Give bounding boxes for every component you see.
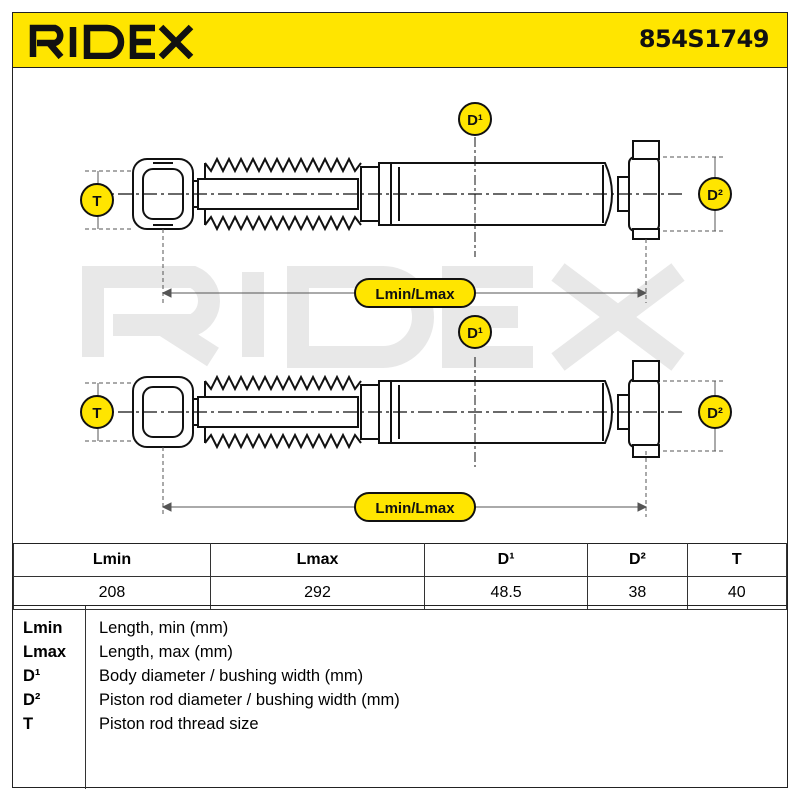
svg-text:T: T bbox=[92, 193, 101, 210]
marker-d1-bottom: D¹ bbox=[458, 315, 492, 349]
legend-desc: Length, min (mm) bbox=[99, 619, 229, 637]
marker-length-bottom: Lmin/Lmax bbox=[354, 492, 476, 522]
marker-t-top: T bbox=[80, 183, 114, 217]
svg-text:D¹: D¹ bbox=[467, 112, 483, 129]
legend-item: D² Piston rod diameter / bushing width (… bbox=[13, 688, 787, 712]
legend-desc: Length, max (mm) bbox=[99, 643, 233, 661]
specs-value-t: 40 bbox=[686, 576, 788, 610]
specs-value-lmax: 292 bbox=[209, 576, 426, 610]
marker-d2-top: D² bbox=[698, 177, 732, 211]
brand-logo bbox=[29, 24, 194, 59]
svg-text:Lmin/Lmax: Lmin/Lmax bbox=[375, 286, 455, 303]
specs-header-d2: D² bbox=[587, 543, 688, 577]
legend-abbr: T bbox=[23, 715, 34, 733]
legend-abbr: D¹ bbox=[23, 667, 41, 685]
legend: Lmin Length, min (mm) Lmax Length, max (… bbox=[13, 605, 787, 789]
marker-length-top: Lmin/Lmax bbox=[354, 278, 476, 308]
specs-header-d1: D¹ bbox=[424, 543, 589, 577]
legend-item: T Piston rod thread size bbox=[13, 712, 787, 736]
svg-text:D²: D² bbox=[707, 405, 723, 422]
svg-text:D²: D² bbox=[707, 187, 723, 204]
specs-value-d2: 38 bbox=[587, 576, 688, 610]
technical-drawing: D¹ T D² Lmin/Lmax D¹ T bbox=[80, 102, 732, 522]
legend-item: Lmax Length, max (mm) bbox=[13, 640, 787, 664]
datasheet: 854S1749 bbox=[12, 12, 788, 789]
legend-abbr: Lmin bbox=[23, 619, 63, 637]
shock-absorber-top bbox=[93, 137, 683, 257]
legend-abbr: Lmax bbox=[23, 643, 67, 661]
legend-desc: Piston rod diameter / bushing width (mm) bbox=[99, 691, 400, 709]
specs-header-lmin: Lmin bbox=[13, 543, 211, 577]
legend-abbr: D² bbox=[23, 691, 41, 709]
shock-absorber-bottom bbox=[93, 357, 683, 467]
legend-divider bbox=[85, 606, 86, 789]
specs-value-lmin: 208 bbox=[13, 576, 211, 610]
specs-value-row: 208 292 48.5 38 40 bbox=[13, 576, 788, 610]
svg-text:D¹: D¹ bbox=[467, 325, 483, 342]
svg-text:T: T bbox=[92, 405, 101, 422]
specs-header-row: Lmin Lmax D¹ D² T bbox=[13, 543, 788, 577]
specs-value-d1: 48.5 bbox=[424, 576, 589, 610]
specs-header-t: T bbox=[686, 543, 788, 577]
marker-d2-bottom: D² bbox=[698, 395, 732, 429]
specs-header-lmax: Lmax bbox=[209, 543, 426, 577]
specs-table: Lmin Lmax D¹ D² T 208 292 48.5 38 40 bbox=[13, 543, 788, 610]
legend-item: D¹ Body diameter / bushing width (mm) bbox=[13, 664, 787, 688]
header-bar: 854S1749 bbox=[13, 13, 787, 68]
legend-item: Lmin Length, min (mm) bbox=[13, 616, 787, 640]
marker-d1-top: D¹ bbox=[458, 102, 492, 136]
legend-desc: Piston rod thread size bbox=[99, 715, 259, 733]
part-number: 854S1749 bbox=[638, 25, 770, 53]
svg-text:Lmin/Lmax: Lmin/Lmax bbox=[375, 500, 455, 517]
marker-t-bottom: T bbox=[80, 395, 114, 429]
legend-desc: Body diameter / bushing width (mm) bbox=[99, 667, 364, 685]
